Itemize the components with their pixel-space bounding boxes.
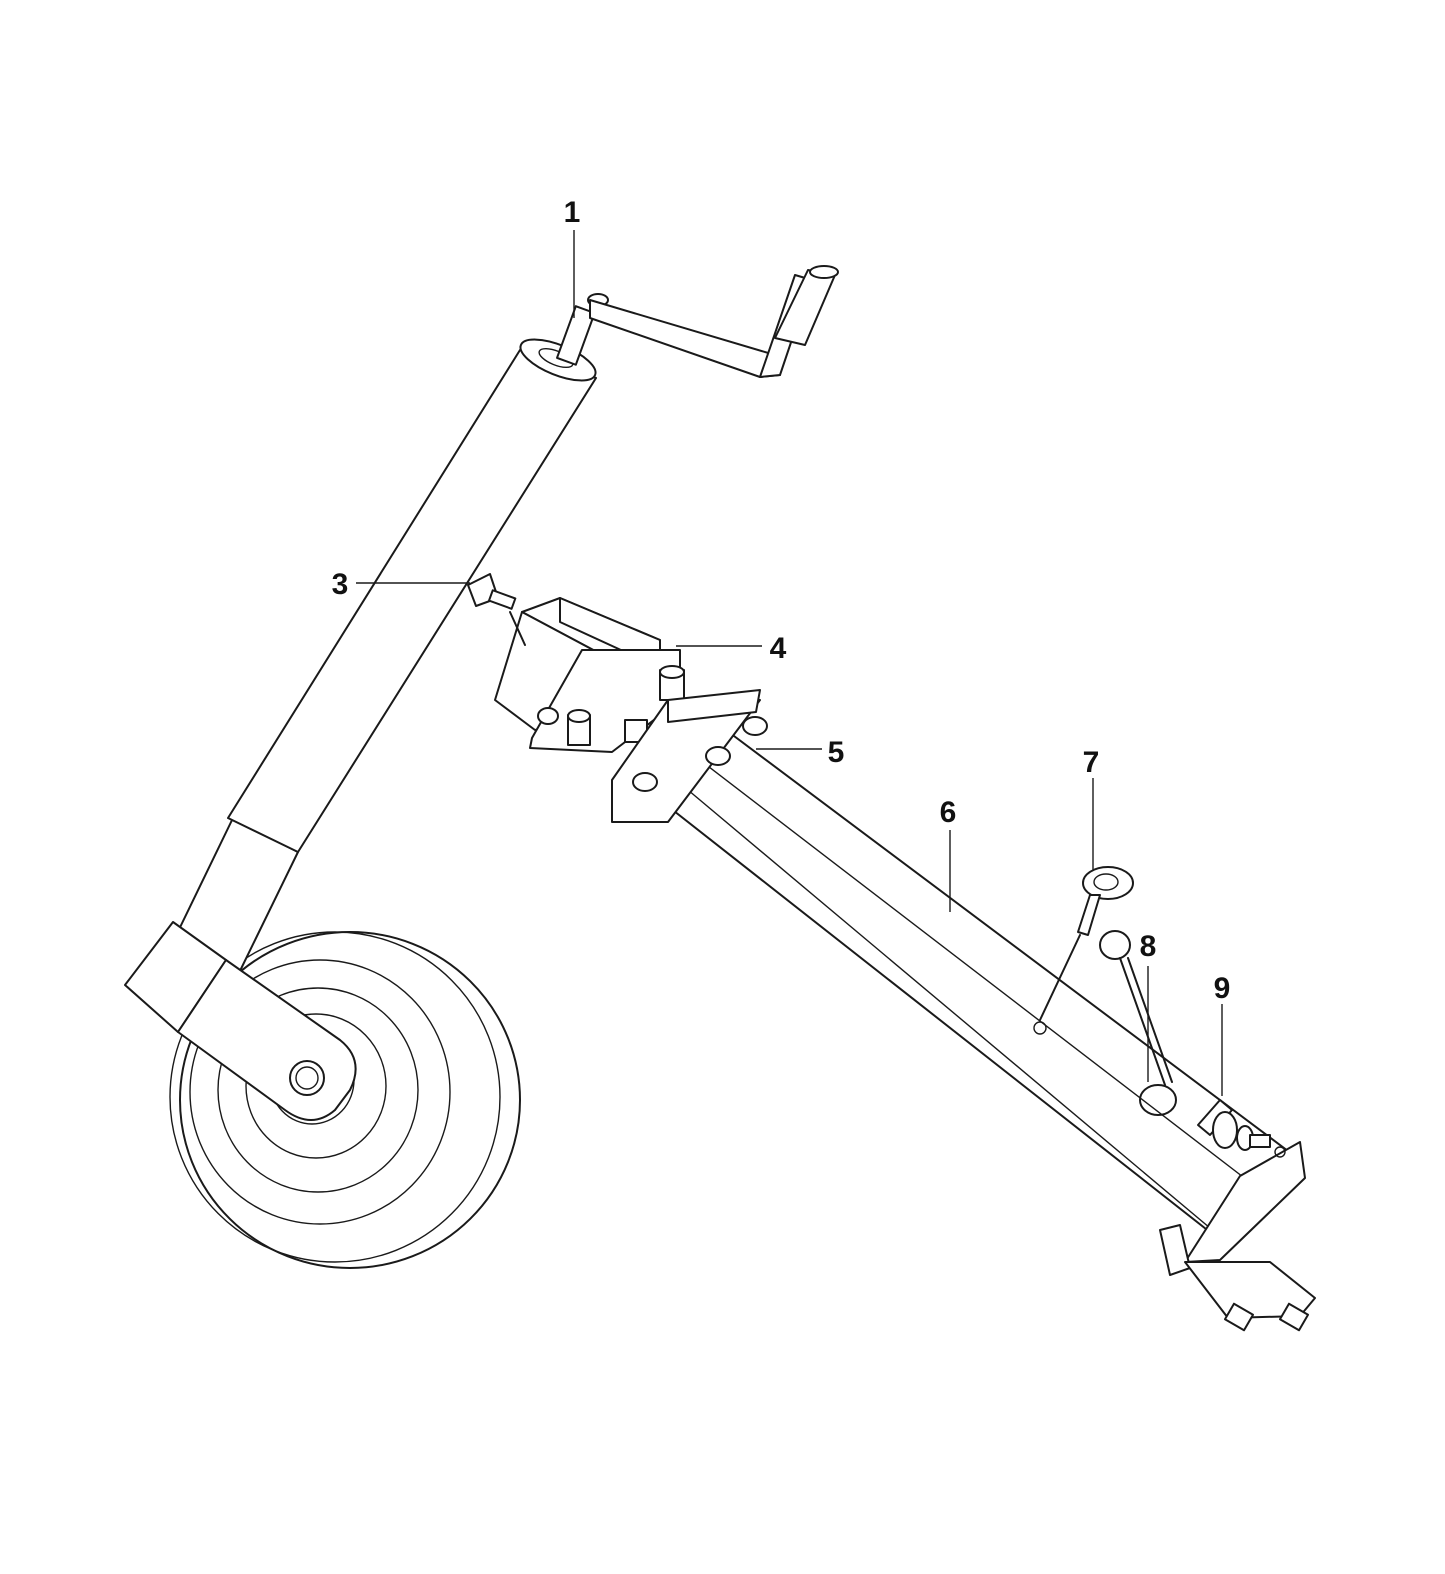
callout-5: 5	[828, 736, 845, 769]
callout-9: 9	[1214, 972, 1231, 1005]
callout-8: 8	[1140, 930, 1157, 963]
spring-clip	[1099, 930, 1177, 1116]
leader-lines	[356, 230, 1223, 1096]
callout-6: 6	[940, 796, 957, 829]
bolt	[467, 573, 526, 646]
crank-handle	[556, 265, 839, 378]
end-clevis	[1159, 1141, 1316, 1332]
callout-7: 7	[1083, 746, 1100, 779]
wheel-fork	[124, 921, 357, 1121]
mounting-plate	[611, 689, 768, 823]
coupling-head	[1197, 1099, 1271, 1151]
callout-1: 1	[564, 196, 581, 229]
drawbar-tube	[659, 717, 1301, 1241]
callout-4: 4	[770, 632, 787, 665]
locking-pin	[1039, 866, 1134, 1021]
callout-labels: 1 3 4 5 6 7 8 9	[332, 196, 1231, 1005]
callout-3: 3	[332, 568, 349, 601]
jack-outer-tube	[227, 338, 597, 853]
